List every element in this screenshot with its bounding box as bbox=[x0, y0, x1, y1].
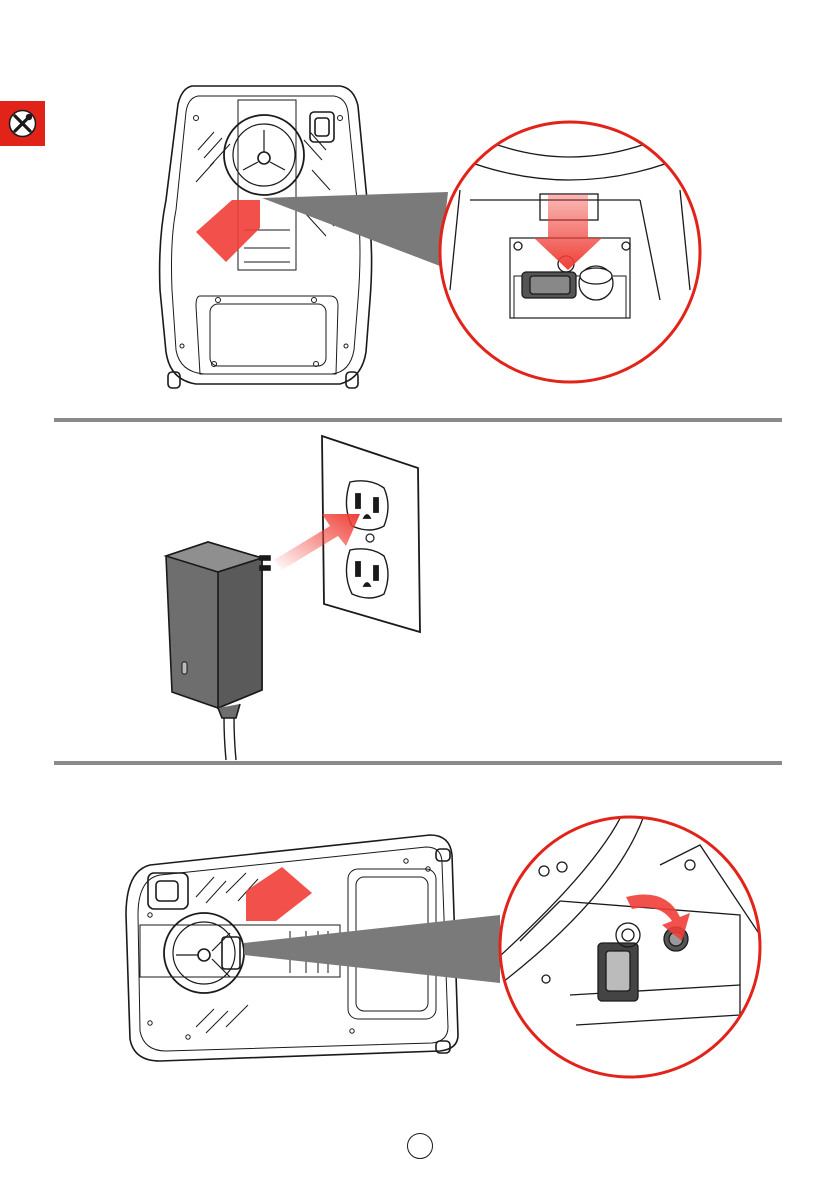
charger-adapter bbox=[166, 542, 270, 760]
zoom-detail-switch bbox=[440, 122, 700, 382]
zoom-detail-charge-port bbox=[490, 795, 760, 1085]
ride-on-top-view bbox=[160, 86, 372, 388]
step-1-illustration bbox=[0, 0, 839, 418]
pointer-arrow-icon bbox=[196, 200, 260, 262]
page-number-badge bbox=[407, 1133, 433, 1159]
step-3-illustration bbox=[0, 765, 839, 1095]
zoom-cone bbox=[262, 192, 448, 266]
pointer-arrow-icon bbox=[246, 867, 312, 921]
step-2-illustration bbox=[0, 422, 839, 760]
